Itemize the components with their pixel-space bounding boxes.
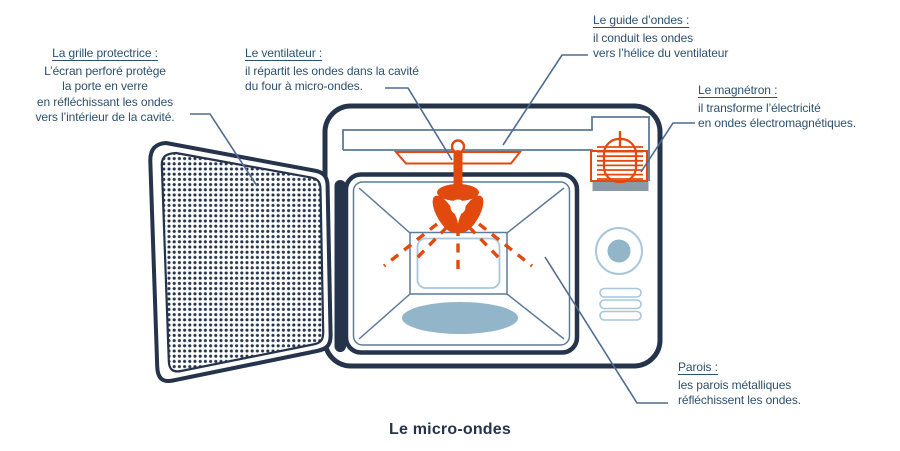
control-knob (607, 239, 631, 263)
label-parois-line: les parois métalliques (678, 377, 792, 392)
label-grille-line: la porte en verre (62, 79, 148, 93)
leader-grille (190, 113, 258, 187)
panel-button (599, 287, 642, 298)
label-magnetron: Le magnétron : il transforme l’électrici… (698, 83, 856, 132)
label-parois: Parois : les parois métalliques réfléchi… (678, 360, 801, 409)
door-hinge (334, 180, 346, 352)
panel-button (599, 310, 642, 321)
label-ventilateur-line: du four à micro-ondes. (245, 79, 363, 93)
leader-magnetron (640, 122, 695, 173)
label-grille-line: en réfléchissant les ondes (36, 94, 174, 109)
door-perforated-screen (160, 151, 325, 373)
label-parois-line: réfléchissent les ondes. (678, 393, 802, 407)
cavity-perspective-lines (358, 187, 565, 340)
label-ventilateur-line: il répartit les ondes dans la cavité (245, 63, 419, 78)
label-ventilateur: Le ventilateur : il répartit les ondes d… (245, 46, 419, 95)
label-parois-heading: Parois : (678, 360, 718, 374)
label-magnetron-line: il transforme l’électricité (698, 100, 821, 115)
label-grille-line: L’écran perforé protège (44, 63, 166, 78)
leader-guide-ondes (502, 54, 588, 146)
label-guide-ondes-line: vers l’hélice du ventilateur (593, 46, 729, 60)
label-grille: La grille protectrice : L’écran perforé … (25, 46, 185, 126)
panel-button (599, 299, 642, 310)
leader-parois (544, 256, 668, 404)
waveguide (342, 116, 650, 181)
oven-cavity (343, 172, 580, 355)
leader-ventilateur (385, 87, 453, 161)
microwave-rays (382, 222, 534, 273)
label-grille-line: vers l’intérieur de la cavité. (35, 110, 175, 124)
door-grille (148, 141, 333, 383)
leader-lines (190, 54, 695, 404)
label-guide-ondes-heading: Le guide d’ondes : (593, 13, 690, 27)
diagram-title: Le micro-ondes (389, 421, 511, 438)
cavity-back-window (416, 237, 501, 289)
label-guide-ondes-line: il conduit les ondes (593, 30, 694, 45)
label-ventilateur-heading: Le ventilateur : (245, 46, 323, 60)
turntable (402, 302, 518, 334)
fan-blades-icon (432, 184, 484, 233)
fan (393, 139, 523, 233)
magnetron (590, 131, 649, 191)
control-panel (595, 227, 643, 321)
label-magnetron-line: en ondes électromagnétiques. (698, 116, 856, 130)
label-magnetron-heading: Le magnétron : (698, 83, 778, 97)
fan-shaft (453, 150, 463, 192)
label-grille-heading: La grille protectrice : (52, 46, 158, 60)
label-guide-ondes: Le guide d’ondes : il conduit les ondes … (593, 13, 728, 62)
magnetron-base (592, 181, 649, 191)
